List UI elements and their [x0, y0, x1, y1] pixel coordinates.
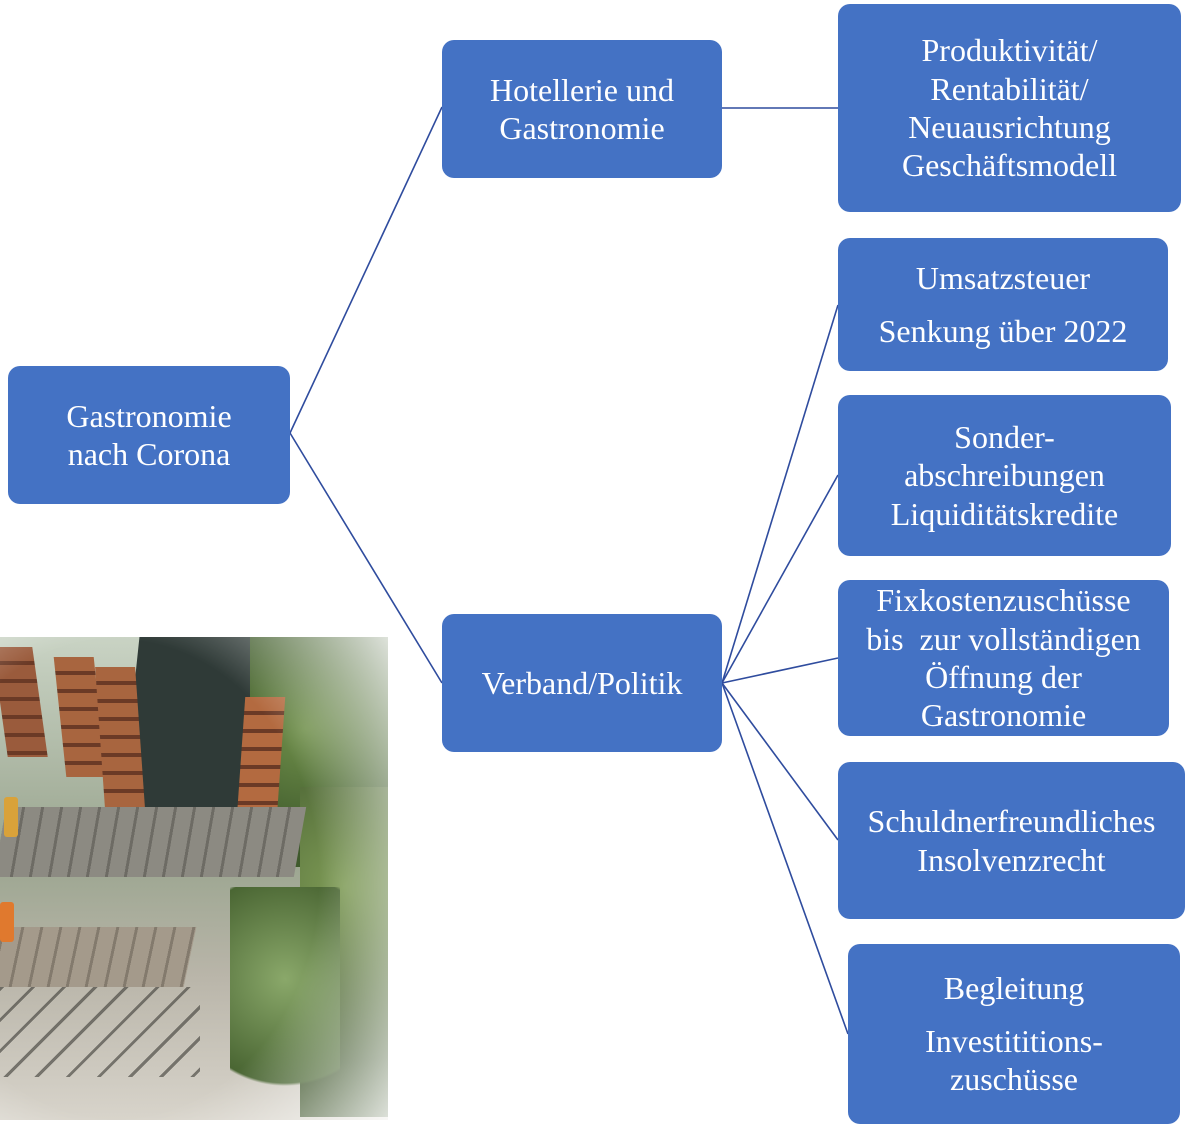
- node-insolvenzrecht: Schuldnerfreundliches Insolvenzrecht: [838, 762, 1185, 919]
- node-fixkosten-line-4: Gastronomie: [920, 697, 1087, 734]
- node-begleitung-line-2: Investititions-: [925, 1022, 1103, 1059]
- node-sonder-line-3: Liquiditätskredite: [890, 495, 1119, 532]
- connector-root-to-verband: [289, 432, 443, 684]
- connector-verband-to-investitionen: [721, 682, 849, 1035]
- node-verband-politik: Verband/Politik: [442, 614, 722, 752]
- node-begleitung-line-3: zuschüsse: [950, 1061, 1078, 1098]
- terrace-photo: [0, 637, 388, 1120]
- node-begleitung-investitionen: Begleitung Investititions- zuschüsse: [848, 944, 1180, 1124]
- connector-verband-to-sonderabschreibungen: [721, 474, 839, 684]
- node-verband-line-1: Verband/Politik: [481, 664, 683, 701]
- node-fixkosten-line-2: bis zur vollständigen: [866, 620, 1141, 657]
- node-produktivitaet-rentabilitaet: Produktivität/ Rentabilität/ Neuausricht…: [838, 4, 1181, 212]
- connector-verband-to-fixkosten: [721, 657, 839, 684]
- node-umsatzsteuer-senkung: Umsatzsteuer Senkung über 2022: [838, 238, 1168, 371]
- node-hotellerie-line-2: Gastronomie: [499, 110, 665, 146]
- node-insolvenz-line-2: Insolvenzrecht: [917, 841, 1106, 878]
- node-insolvenz-line-1: Schuldnerfreundliches: [867, 803, 1156, 840]
- node-produktivitaet-line-2: Rentabilität/: [930, 70, 1089, 107]
- node-fixkosten-line-1: Fixkostenzuschüsse: [876, 582, 1131, 619]
- node-root-line-2: nach Corona: [67, 436, 231, 472]
- node-root-line-1: Gastronomie: [66, 397, 232, 434]
- node-produktivitaet-line-3: Neuausrichtung: [908, 109, 1111, 145]
- node-produktivitaet-line-4: Geschäftsmodell: [901, 147, 1118, 184]
- node-hotellerie-und-gastronomie: Hotellerie und Gastronomie: [442, 40, 722, 178]
- node-begleitung-line-1: Begleitung: [943, 970, 1085, 1007]
- node-fixkosten-line-3: Öffnung der: [925, 659, 1082, 695]
- node-produktivitaet-line-1: Produktivität/: [921, 32, 1098, 69]
- node-root-gastronomie-nach-corona: Gastronomie nach Corona: [8, 366, 290, 504]
- connector-root-to-hotellerie: [289, 106, 443, 434]
- node-sonder-line-2: abschreibungen: [904, 457, 1105, 494]
- connector-verband-to-umsatzsteuer: [721, 304, 839, 684]
- node-sonderabschreibungen: Sonder- abschreibungen Liquiditätskredit…: [838, 395, 1171, 556]
- node-sonder-line-1: Sonder-: [954, 418, 1055, 455]
- node-umsatzsteuer-line-1: Umsatzsteuer: [915, 260, 1091, 297]
- node-umsatzsteuer-line-2: Senkung über 2022: [878, 312, 1128, 349]
- node-fixkostenzuschuesse: Fixkostenzuschüsse bis zur vollständigen…: [838, 580, 1169, 736]
- node-hotellerie-line-1: Hotellerie und: [490, 71, 674, 108]
- connector-verband-to-insolvenzrecht: [721, 682, 839, 841]
